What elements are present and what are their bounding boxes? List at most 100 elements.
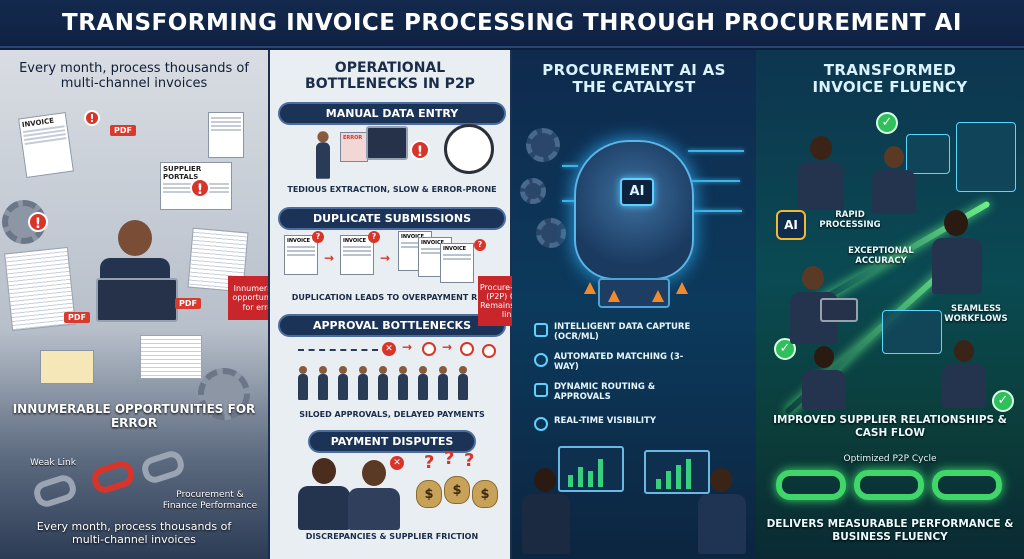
error-document: ERROR <box>340 132 368 162</box>
chain-link-icon <box>932 470 1002 500</box>
money-bag-icon: $ <box>444 476 470 504</box>
approver-icon <box>338 366 348 400</box>
laptop <box>96 278 178 322</box>
pdf-icon: PDF <box>64 312 90 323</box>
question-icon: ? <box>444 448 455 469</box>
section-caption: DISCREPANCIES & SUPPLIER FRICTION <box>305 532 479 541</box>
check-icon: ✓ <box>876 112 898 134</box>
invoice-document: INVOICE <box>18 111 74 179</box>
panel4-heading: TRANSFORMED INVOICE FLUENCY <box>812 61 968 97</box>
section-caption: SILOED APPROVALS, DELAYED PAYMENTS <box>299 410 485 419</box>
procurement-label: Procurement & Finance Performance <box>162 490 258 511</box>
circuit-line <box>690 210 742 212</box>
section-caption: DUPLICATION LEADS TO OVERPAYMENT RISK <box>291 293 493 302</box>
ai-chip-icon: AI <box>620 178 654 206</box>
alert-icon: ! <box>28 212 48 232</box>
money-bag-icon: $ <box>472 480 498 508</box>
circuit-line <box>688 150 744 152</box>
celebrating-person <box>942 340 986 408</box>
analyst-person <box>698 468 746 554</box>
routing-icon <box>534 383 548 397</box>
question-icon: ? <box>424 452 435 473</box>
invoice-document: INVOICE <box>340 235 374 275</box>
dashed-arrow <box>298 349 378 351</box>
warning-icon: ! <box>410 140 430 160</box>
section-title: MANUAL DATA ENTRY <box>278 102 506 125</box>
title-bar: TRANSFORMING INVOICE PROCESSING THROUGH … <box>0 0 1024 48</box>
page-title: TRANSFORMING INVOICE PROCESSING THROUGH … <box>62 10 962 36</box>
section-caption: TEDIOUS EXTRACTION, SLOW & ERROR-PRONE <box>287 185 497 194</box>
panel3-heading: PROCUREMENT AI AS THE CATALYST <box>542 61 726 97</box>
improved-relationships-banner: IMPROVED SUPPLIER RELATIONSHIPS & CASH F… <box>773 414 1007 439</box>
section-payment-disputes: PAYMENT DISPUTES ✕ ? ? ? $ $ $ DISCREPAN… <box>278 430 506 555</box>
feature-item: AUTOMATED MATCHING (3-WAY) <box>534 352 684 372</box>
seamless-workflows-label: SEAMLESS WORKFLOWS <box>944 304 1008 325</box>
approver-icon <box>378 366 388 400</box>
dashboard-card <box>956 122 1016 192</box>
section-approval-bottlenecks: APPROVAL BOTTLENECKS ✕ → → SILOED APPROV… <box>278 314 506 426</box>
gear-icon <box>198 368 250 420</box>
matching-icon <box>534 353 548 367</box>
monitor <box>558 446 624 492</box>
panel-transformed-fluency: TRANSFORMED INVOICE FLUENCY ✓ ✓ ✓ AI RAP… <box>756 50 1024 559</box>
panel2-heading: OPERATIONAL BOTTLENECKS IN P2P <box>305 60 475 93</box>
warning-icon: ! <box>190 178 210 198</box>
up-arrow-icon <box>676 282 688 294</box>
pdf-icon: PDF <box>175 298 201 309</box>
panel-invoice-chaos: Every month, process thousands of multi-… <box>0 50 268 559</box>
document <box>208 112 244 158</box>
celebrating-person <box>872 146 916 214</box>
alert-icon: ! <box>84 110 100 126</box>
arrow-right-icon: → <box>442 340 453 354</box>
question-icon: ? <box>312 231 324 243</box>
finance-person <box>348 460 400 530</box>
celebrating-person <box>932 210 982 294</box>
stopwatch-icon <box>444 124 494 174</box>
ai-badge-icon: AI <box>776 210 806 240</box>
section-manual-data-entry: MANUAL DATA ENTRY ERROR ! TEDIOUS EXTRAC… <box>278 102 506 202</box>
feature-item: DYNAMIC ROUTING & APPROVALS <box>534 382 684 402</box>
error-banner: INNUMERABLE OPPORTUNITIES FOR ERROR <box>12 402 256 431</box>
question-icon: ? <box>474 239 486 251</box>
paper-stack <box>140 335 202 379</box>
workflow-card <box>882 310 942 354</box>
visibility-icon <box>534 417 548 431</box>
envelope-icon <box>40 350 94 384</box>
panel-bottlenecks: OPERATIONAL BOTTLENECKS IN P2P MANUAL DA… <box>268 50 512 559</box>
supplier-person <box>298 458 350 530</box>
invoice-document: INVOICE <box>440 243 474 283</box>
circuit-line <box>562 200 576 202</box>
broken-chain-link-icon <box>89 458 137 496</box>
arrow-right-icon: → <box>402 340 413 354</box>
arrow-right-icon: → <box>380 251 391 265</box>
monitor <box>644 450 710 494</box>
x-icon: ✕ <box>390 456 404 470</box>
exceptional-accuracy-label: EXCEPTIONAL ACCURACY <box>848 246 914 267</box>
arrow-right-icon: → <box>324 251 335 265</box>
feature-item: INTELLIGENT DATA CAPTURE (OCR/ML) <box>534 322 704 342</box>
approver-icon <box>438 366 448 400</box>
dashboard-card <box>906 134 950 174</box>
section-title: PAYMENT DISPUTES <box>308 430 476 453</box>
section-duplicate-submissions: DUPLICATE SUBMISSIONS INVOICE ? → INVOIC… <box>278 207 506 311</box>
gear-icon <box>520 178 546 204</box>
approver-icon <box>318 366 328 400</box>
up-arrow-icon <box>652 290 664 302</box>
analyst-person <box>522 468 570 554</box>
invoice-document: INVOICE <box>284 235 318 275</box>
clock-icon <box>482 344 496 358</box>
clock-icon <box>460 342 474 356</box>
approver-icon <box>398 366 408 400</box>
section-title: DUPLICATE SUBMISSIONS <box>278 207 506 230</box>
worker-icon <box>316 131 330 179</box>
feature-item: REAL-TIME VISIBILITY <box>534 416 694 431</box>
optimized-cycle-label: Optimized P2P Cycle <box>843 454 937 464</box>
approver-icon <box>418 366 428 400</box>
weak-link-label: Weak Link <box>30 458 76 468</box>
gear-icon <box>536 218 566 248</box>
up-arrow-icon <box>608 290 620 302</box>
chain-link-icon <box>139 448 187 486</box>
panel1-heading: Every month, process thousands of multi-… <box>19 61 249 91</box>
panel4-footer: DELIVERS MEASURABLE PERFORMANCE & BUSINE… <box>766 518 1014 543</box>
chain-link-icon <box>31 472 79 510</box>
